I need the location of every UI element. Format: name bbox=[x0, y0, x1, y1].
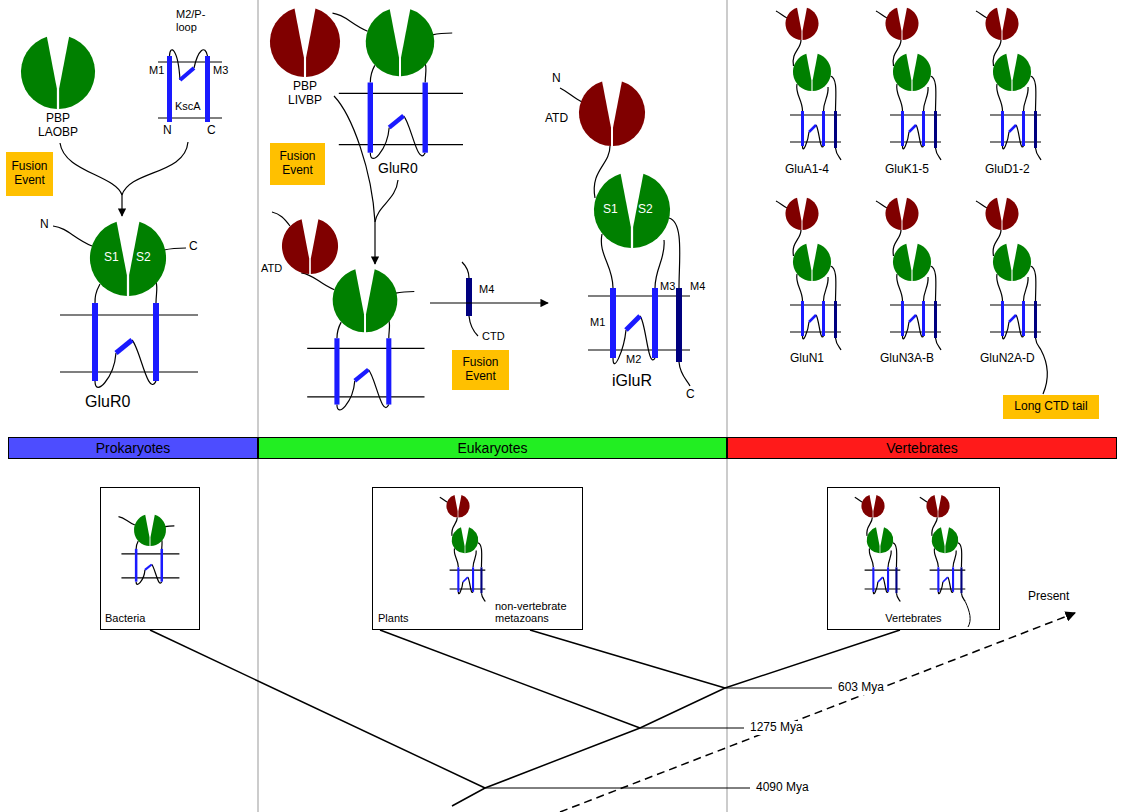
event-box: Fusion Event bbox=[452, 350, 509, 390]
domain-label: CTD bbox=[482, 330, 505, 343]
terminus-tail bbox=[272, 212, 290, 226]
subunit-name: GluN3A-B bbox=[880, 352, 934, 366]
clade-name: non-vertebrate metazoans bbox=[495, 600, 577, 625]
m4-segment bbox=[462, 262, 478, 336]
glur0-receptor bbox=[333, 9, 464, 158]
igluR-receptor bbox=[976, 198, 1041, 350]
long-tail bbox=[1041, 350, 1047, 394]
glur0-receptor bbox=[119, 515, 180, 585]
atd-domain bbox=[282, 219, 338, 274]
era-band: Prokaryotes bbox=[8, 437, 258, 459]
terminus-label: C bbox=[189, 240, 198, 254]
igluR-receptor bbox=[876, 8, 941, 160]
terminus-label: N bbox=[40, 218, 49, 232]
helix-label: M2 bbox=[626, 353, 641, 366]
protein-name: GluR0 bbox=[378, 160, 418, 176]
protein-name: iGluR bbox=[612, 372, 652, 390]
pbp-domain bbox=[21, 37, 95, 109]
box-text: Vertebrates bbox=[886, 440, 958, 456]
domain-label: ATD bbox=[261, 262, 282, 275]
domain-label: M2/P- loop bbox=[176, 8, 216, 33]
arrow bbox=[121, 195, 122, 216]
box-text: Long CTD tail bbox=[1014, 400, 1087, 414]
event-box: Fusion Event bbox=[6, 152, 53, 196]
time-label: 1275 Mya bbox=[748, 721, 805, 735]
note-box: Long CTD tail bbox=[1003, 395, 1099, 419]
terminus-label: C bbox=[686, 388, 695, 402]
box-text: Fusion Event bbox=[272, 150, 323, 178]
clade-box: Plants non-vertebrate metazoans bbox=[372, 487, 583, 630]
terminus-label: C bbox=[207, 124, 216, 138]
protein-name: PBP LIVBP bbox=[280, 80, 330, 108]
lobe-label: S1 bbox=[603, 203, 618, 217]
clade-box: Vertebrates bbox=[827, 487, 1000, 630]
helix-label: M3 bbox=[213, 64, 228, 77]
helix-label: M4 bbox=[479, 283, 494, 296]
pbp-domain bbox=[270, 9, 340, 77]
clade-name: Plants bbox=[378, 612, 409, 625]
panel-divider bbox=[258, 0, 259, 812]
terminus-label: N bbox=[163, 124, 172, 138]
igluR-receptor bbox=[876, 198, 941, 350]
era-band: Vertebrates bbox=[727, 437, 1117, 459]
merge-line bbox=[60, 143, 122, 195]
clade-name: Vertebrates bbox=[828, 612, 999, 625]
protein-name: PBP LAOBP bbox=[33, 112, 83, 140]
igluR-receptor bbox=[920, 495, 966, 602]
arrow bbox=[430, 302, 548, 303]
helix-label: M1 bbox=[149, 64, 164, 77]
time-label: 4090 Mya bbox=[754, 781, 811, 795]
subunit-name: GluD1-2 bbox=[985, 163, 1030, 177]
long-tail bbox=[965, 602, 970, 627]
igluR-receptor bbox=[776, 8, 841, 160]
domain-label: ATD bbox=[545, 112, 568, 126]
lobe-label: S2 bbox=[136, 251, 151, 265]
present-arrow bbox=[560, 613, 1075, 812]
box-text: Prokaryotes bbox=[96, 440, 171, 456]
lobe-label: S2 bbox=[638, 203, 653, 217]
merge-line bbox=[122, 142, 188, 195]
terminus-label: N bbox=[552, 72, 561, 86]
subunit-name: GluA1-4 bbox=[785, 163, 829, 177]
phylogeny-tree bbox=[150, 630, 900, 806]
clade-box: Bacteria bbox=[100, 487, 200, 630]
panel-divider bbox=[727, 0, 728, 812]
subunit-name: GluN2A-D bbox=[980, 352, 1035, 366]
lobe-label: S1 bbox=[104, 251, 119, 265]
box-text: Eukaryotes bbox=[457, 440, 527, 456]
merge-line bbox=[375, 180, 398, 222]
helix-label: M3 bbox=[660, 280, 675, 293]
kcsa-channel bbox=[158, 50, 222, 122]
igluR-receptor bbox=[560, 82, 690, 386]
protein-name: GluR0 bbox=[85, 393, 130, 411]
time-label: Present bbox=[1028, 590, 1069, 604]
era-band: Eukaryotes bbox=[258, 437, 727, 459]
igluR-receptor bbox=[976, 8, 1041, 160]
helix-label: M1 bbox=[590, 316, 605, 329]
event-box: Fusion Event bbox=[270, 143, 325, 185]
protein-name: KscA bbox=[175, 100, 201, 113]
igluR-receptor bbox=[440, 495, 486, 602]
clade-name: Bacteria bbox=[105, 612, 145, 625]
igluR-receptor bbox=[855, 495, 901, 602]
merge-line bbox=[334, 96, 375, 222]
box-text: Fusion Event bbox=[8, 160, 51, 188]
fused-receptor bbox=[301, 269, 424, 410]
subunit-name: GluN1 bbox=[790, 352, 824, 366]
arrow bbox=[374, 222, 375, 264]
glur0-receptor bbox=[53, 222, 198, 388]
igluR-receptor bbox=[776, 198, 841, 350]
helix-label: M4 bbox=[690, 280, 705, 293]
time-label: 603 Mya bbox=[836, 681, 886, 695]
box-text: Fusion Event bbox=[454, 356, 507, 384]
subunit-name: GluK1-5 bbox=[885, 163, 929, 177]
time-tick bbox=[485, 688, 832, 788]
